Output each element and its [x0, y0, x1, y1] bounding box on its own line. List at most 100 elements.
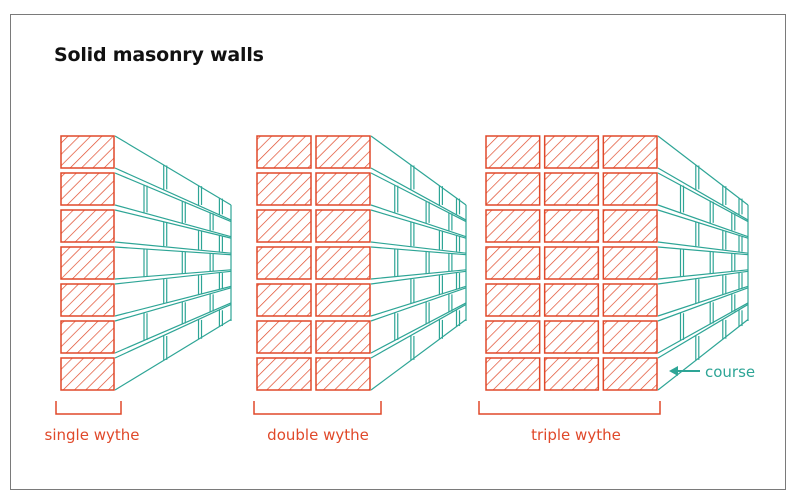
course-line [657, 241, 749, 254]
brick [602, 246, 658, 280]
wall-single: single wythe [45, 135, 232, 444]
course-line [657, 302, 749, 354]
brick [602, 320, 658, 354]
brick [60, 246, 115, 280]
course-line [114, 246, 232, 256]
wythe-label-triple: triple wythe [531, 426, 621, 444]
brick [315, 283, 371, 317]
brick [485, 357, 541, 391]
course-line [370, 269, 467, 280]
arrow-left-icon [669, 366, 678, 376]
course-line [657, 303, 749, 359]
course-callout: course [669, 363, 755, 381]
brick [602, 283, 658, 317]
course-line [657, 285, 749, 317]
brick [485, 283, 541, 317]
course-line [370, 319, 467, 391]
brick [60, 320, 115, 354]
course-line [657, 172, 749, 223]
brick [485, 320, 541, 354]
brick [543, 172, 600, 206]
brick [543, 209, 600, 243]
course-line [370, 209, 467, 239]
wythe-label-single: single wythe [45, 426, 140, 444]
course-line [370, 285, 467, 317]
brick [256, 246, 312, 280]
course-line [114, 209, 232, 239]
course-line [657, 135, 749, 206]
course-line [657, 319, 749, 391]
wall-side-face [114, 135, 232, 391]
brick [256, 320, 312, 354]
course-line [370, 303, 467, 359]
brick [602, 357, 658, 391]
course-line [114, 204, 232, 238]
course-line [114, 135, 232, 206]
brick [60, 135, 115, 169]
brick [315, 172, 371, 206]
brick [485, 246, 541, 280]
course-line [370, 246, 467, 256]
wall-double: double wythe [253, 135, 467, 444]
course-line [114, 269, 232, 280]
brick [256, 135, 312, 169]
course-line [370, 270, 467, 285]
course-line [657, 204, 749, 238]
brick [543, 320, 600, 354]
course-line [114, 287, 232, 322]
brick [485, 209, 541, 243]
brick [543, 246, 600, 280]
brick [315, 320, 371, 354]
brick [256, 283, 312, 317]
course-line [657, 246, 749, 256]
brick [60, 283, 115, 317]
brick [315, 357, 371, 391]
wall-side-face [370, 135, 467, 391]
course-label: course [705, 363, 755, 381]
brick [256, 209, 312, 243]
brick [602, 172, 658, 206]
course-line [114, 285, 232, 317]
brick [60, 209, 115, 243]
brick [315, 135, 371, 169]
wythe-bracket [478, 401, 661, 415]
course-line [114, 270, 232, 285]
brick [485, 172, 541, 206]
course-line [370, 241, 467, 254]
wythe-label-double: double wythe [267, 426, 369, 444]
course-line [114, 318, 232, 391]
brick [485, 135, 541, 169]
wall-side-face [657, 135, 749, 391]
course-line [370, 135, 467, 206]
course-line [370, 287, 467, 322]
course-line [114, 303, 232, 359]
wythe-bracket [253, 401, 382, 415]
wythe-bracket [55, 401, 122, 415]
course-line [657, 269, 749, 280]
brick [543, 283, 600, 317]
course-line [370, 204, 467, 238]
course-line [657, 287, 749, 322]
brick [256, 357, 312, 391]
brick [256, 172, 312, 206]
course-line [114, 167, 232, 221]
course-line [114, 241, 232, 254]
course-line [370, 302, 467, 354]
diagram-title: Solid masonry walls [54, 44, 264, 66]
course-line [114, 172, 232, 223]
course-line [370, 172, 467, 223]
course-line [657, 167, 749, 221]
brick [602, 135, 658, 169]
course-line [370, 167, 467, 221]
brick [60, 172, 115, 206]
brick [602, 209, 658, 243]
brick [60, 357, 115, 391]
course-line [114, 302, 232, 354]
brick [315, 209, 371, 243]
brick [543, 135, 600, 169]
brick [315, 246, 371, 280]
course-line [657, 209, 749, 239]
wall-triple: triple wythe [478, 135, 749, 444]
course-line [657, 270, 749, 285]
